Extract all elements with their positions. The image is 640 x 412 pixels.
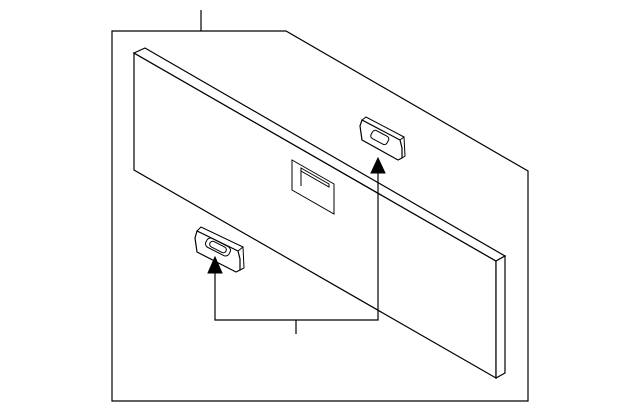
frame-outline [111, 30, 529, 402]
clip-lower-left-slot-inner [209, 240, 227, 254]
clip-lower-left-flange [196, 226, 244, 252]
clip-upper-right-flange-side [401, 136, 406, 159]
clip-upper-right-flange [361, 116, 405, 141]
clip-upper-right-slot [370, 129, 390, 146]
trim-panel-front-face [133, 51, 497, 380]
clip-lower-left[interactable] [194, 226, 245, 273]
callout-leaders [207, 156, 386, 334]
diagram-frame [111, 10, 529, 402]
trim-panel-right-edge [495, 254, 506, 380]
clip-lower-left-slot [205, 237, 231, 257]
panel-recess [291, 159, 335, 215]
recess-outer [291, 159, 335, 215]
clip-upper-right[interactable] [359, 116, 406, 161]
clip-upper-right-body [359, 119, 403, 161]
clip-lower-left-flange-side [239, 246, 245, 271]
trim-panel[interactable] [132, 47, 507, 380]
arrow-to-clip-upper-right [370, 156, 386, 174]
arrow-to-clip-lower-left [207, 255, 223, 274]
